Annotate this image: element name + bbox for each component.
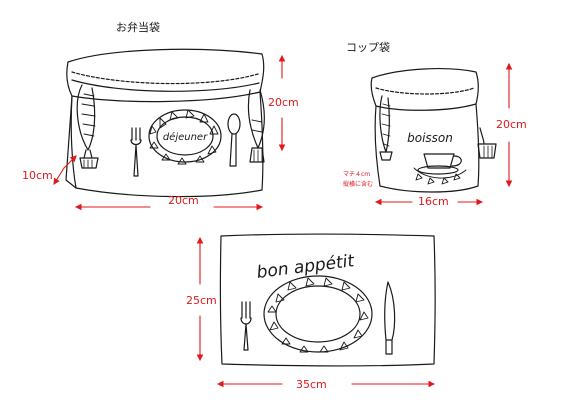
mat-height-label: 25cm — [186, 294, 217, 307]
lunch-bag-embroidery-text: déjeuner — [163, 131, 208, 143]
lunch-depth-label: 10cm — [22, 169, 53, 182]
mat-width-label: 35cm — [296, 378, 327, 391]
lunch-width-label: 20cm — [168, 194, 199, 207]
lunch-bag-title: お弁当袋 — [116, 21, 160, 34]
cup-gusset-note-2: 縦横に含む — [343, 181, 374, 188]
cup-gusset-note: マチ４cm — [343, 171, 371, 178]
cup-bag-title: コップ袋 — [346, 41, 390, 54]
lunch-height-label: 20cm — [268, 96, 299, 109]
placemat-illustration — [219, 233, 436, 367]
dimension-arrows — [53, 54, 513, 388]
lunch-bag-illustration — [65, 48, 265, 198]
placemat-embroidery-text: bon appétit — [256, 251, 357, 283]
lunch-depth-arrow — [63, 155, 77, 169]
cup-bag-illustration — [370, 68, 497, 193]
cup-width-label: 16cm — [418, 195, 449, 208]
cup-height-label: 20cm — [496, 118, 527, 131]
cup-bag-embroidery-text: boisson — [407, 131, 453, 145]
